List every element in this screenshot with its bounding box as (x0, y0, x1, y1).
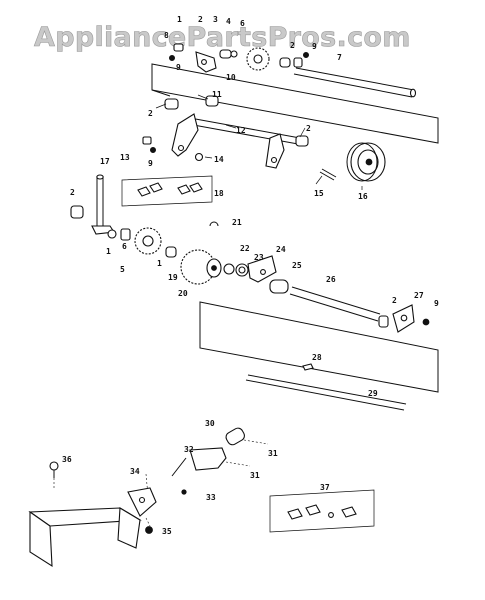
callout-6b: 6 (122, 242, 127, 251)
callout-28: 28 (312, 353, 322, 362)
callout-16: 16 (358, 192, 368, 201)
key-pin-15 (319, 168, 337, 181)
callout-9c: 9 (148, 159, 153, 168)
callout-31a: 31 (268, 449, 278, 458)
callout-13: 13 (120, 153, 130, 162)
rod-29 (245, 374, 407, 411)
callout-27: 27 (414, 291, 424, 300)
callout-20: 20 (178, 289, 188, 298)
callout-32: 32 (184, 445, 194, 454)
callout-25: 25 (292, 261, 302, 270)
callout-14: 14 (214, 155, 224, 164)
callout-2e: 2 (70, 188, 75, 197)
upper-panel (151, 63, 439, 144)
callout-9a: 9 (176, 63, 181, 72)
chain-links-box (121, 175, 213, 207)
callout-10: 10 (226, 73, 236, 82)
callout-9b: 9 (312, 42, 317, 51)
callout-2d: 2 (306, 124, 311, 133)
callout-22: 22 (240, 244, 250, 253)
callout-30: 30 (205, 419, 215, 428)
callout-11: 11 (212, 90, 222, 99)
callout-19: 19 (168, 273, 178, 282)
callout-12: 12 (236, 126, 246, 135)
callout-26: 26 (326, 275, 336, 284)
lever-32 (171, 447, 227, 495)
callout-1: 1 (177, 15, 182, 24)
cylinder-30 (225, 427, 246, 446)
leaders-lower (53, 439, 269, 527)
callout-6a: 6 (240, 19, 245, 28)
callout-23: 23 (254, 253, 264, 262)
callout-17: 17 (100, 157, 110, 166)
washers-left (107, 228, 131, 241)
shaft-26 (289, 286, 381, 322)
callout-33: 33 (206, 493, 216, 502)
nut-35 (145, 526, 153, 534)
small-bushing-1 (165, 246, 177, 258)
callout-35: 35 (162, 527, 172, 536)
bushing-pair-upper (164, 95, 309, 147)
callout-36: 36 (62, 455, 72, 464)
callout-21: 21 (232, 218, 242, 227)
lower-panel (199, 301, 439, 393)
hub-parts-22-25 (223, 255, 289, 294)
callout-34: 34 (130, 467, 140, 476)
watermark-text: AppliancePartsPros.com (34, 22, 411, 53)
top-small-parts (168, 43, 309, 68)
hardware-13-14 (142, 136, 204, 162)
vertical-shaft-17 (91, 174, 115, 235)
pin-28 (302, 363, 314, 371)
callout-29: 29 (368, 389, 378, 398)
callout-37: 37 (320, 483, 330, 492)
callout-3: 3 (213, 15, 218, 24)
callout-15: 15 (314, 189, 324, 198)
top-bracket (195, 51, 217, 73)
callout-1a: 1 (106, 247, 111, 256)
screw-36 (49, 461, 59, 478)
callout-2a: 2 (198, 15, 203, 24)
bracket-arms (171, 113, 285, 169)
callout-18: 18 (214, 189, 224, 198)
clip-21 (209, 221, 219, 227)
chain-links-37 (269, 489, 375, 533)
callout-9d: 9 (434, 299, 439, 308)
pulley (346, 142, 386, 182)
base-bracket (28, 487, 157, 568)
leaders-upper (155, 94, 363, 190)
callout-7: 7 (337, 53, 342, 62)
callout-labels: 1 2 3 4 6 8 9 10 2 9 7 11 2 12 2 13 9 14… (62, 15, 439, 536)
callout-4: 4 (226, 17, 231, 26)
shaft-top (293, 67, 417, 98)
callout-24: 24 (276, 245, 286, 254)
sprocket-20 (180, 249, 222, 285)
left-bushing-2 (70, 205, 84, 219)
sprocket-5 (134, 227, 162, 255)
callout-8: 8 (164, 31, 169, 40)
callout-2c: 2 (148, 109, 153, 118)
callout-1b: 1 (157, 259, 162, 268)
callout-31b: 31 (250, 471, 260, 480)
callout-5: 5 (120, 265, 125, 274)
callout-2f: 2 (392, 296, 397, 305)
callout-2b: 2 (290, 41, 295, 50)
right-bearing-27 (378, 304, 430, 333)
top-sprocket (246, 47, 270, 71)
